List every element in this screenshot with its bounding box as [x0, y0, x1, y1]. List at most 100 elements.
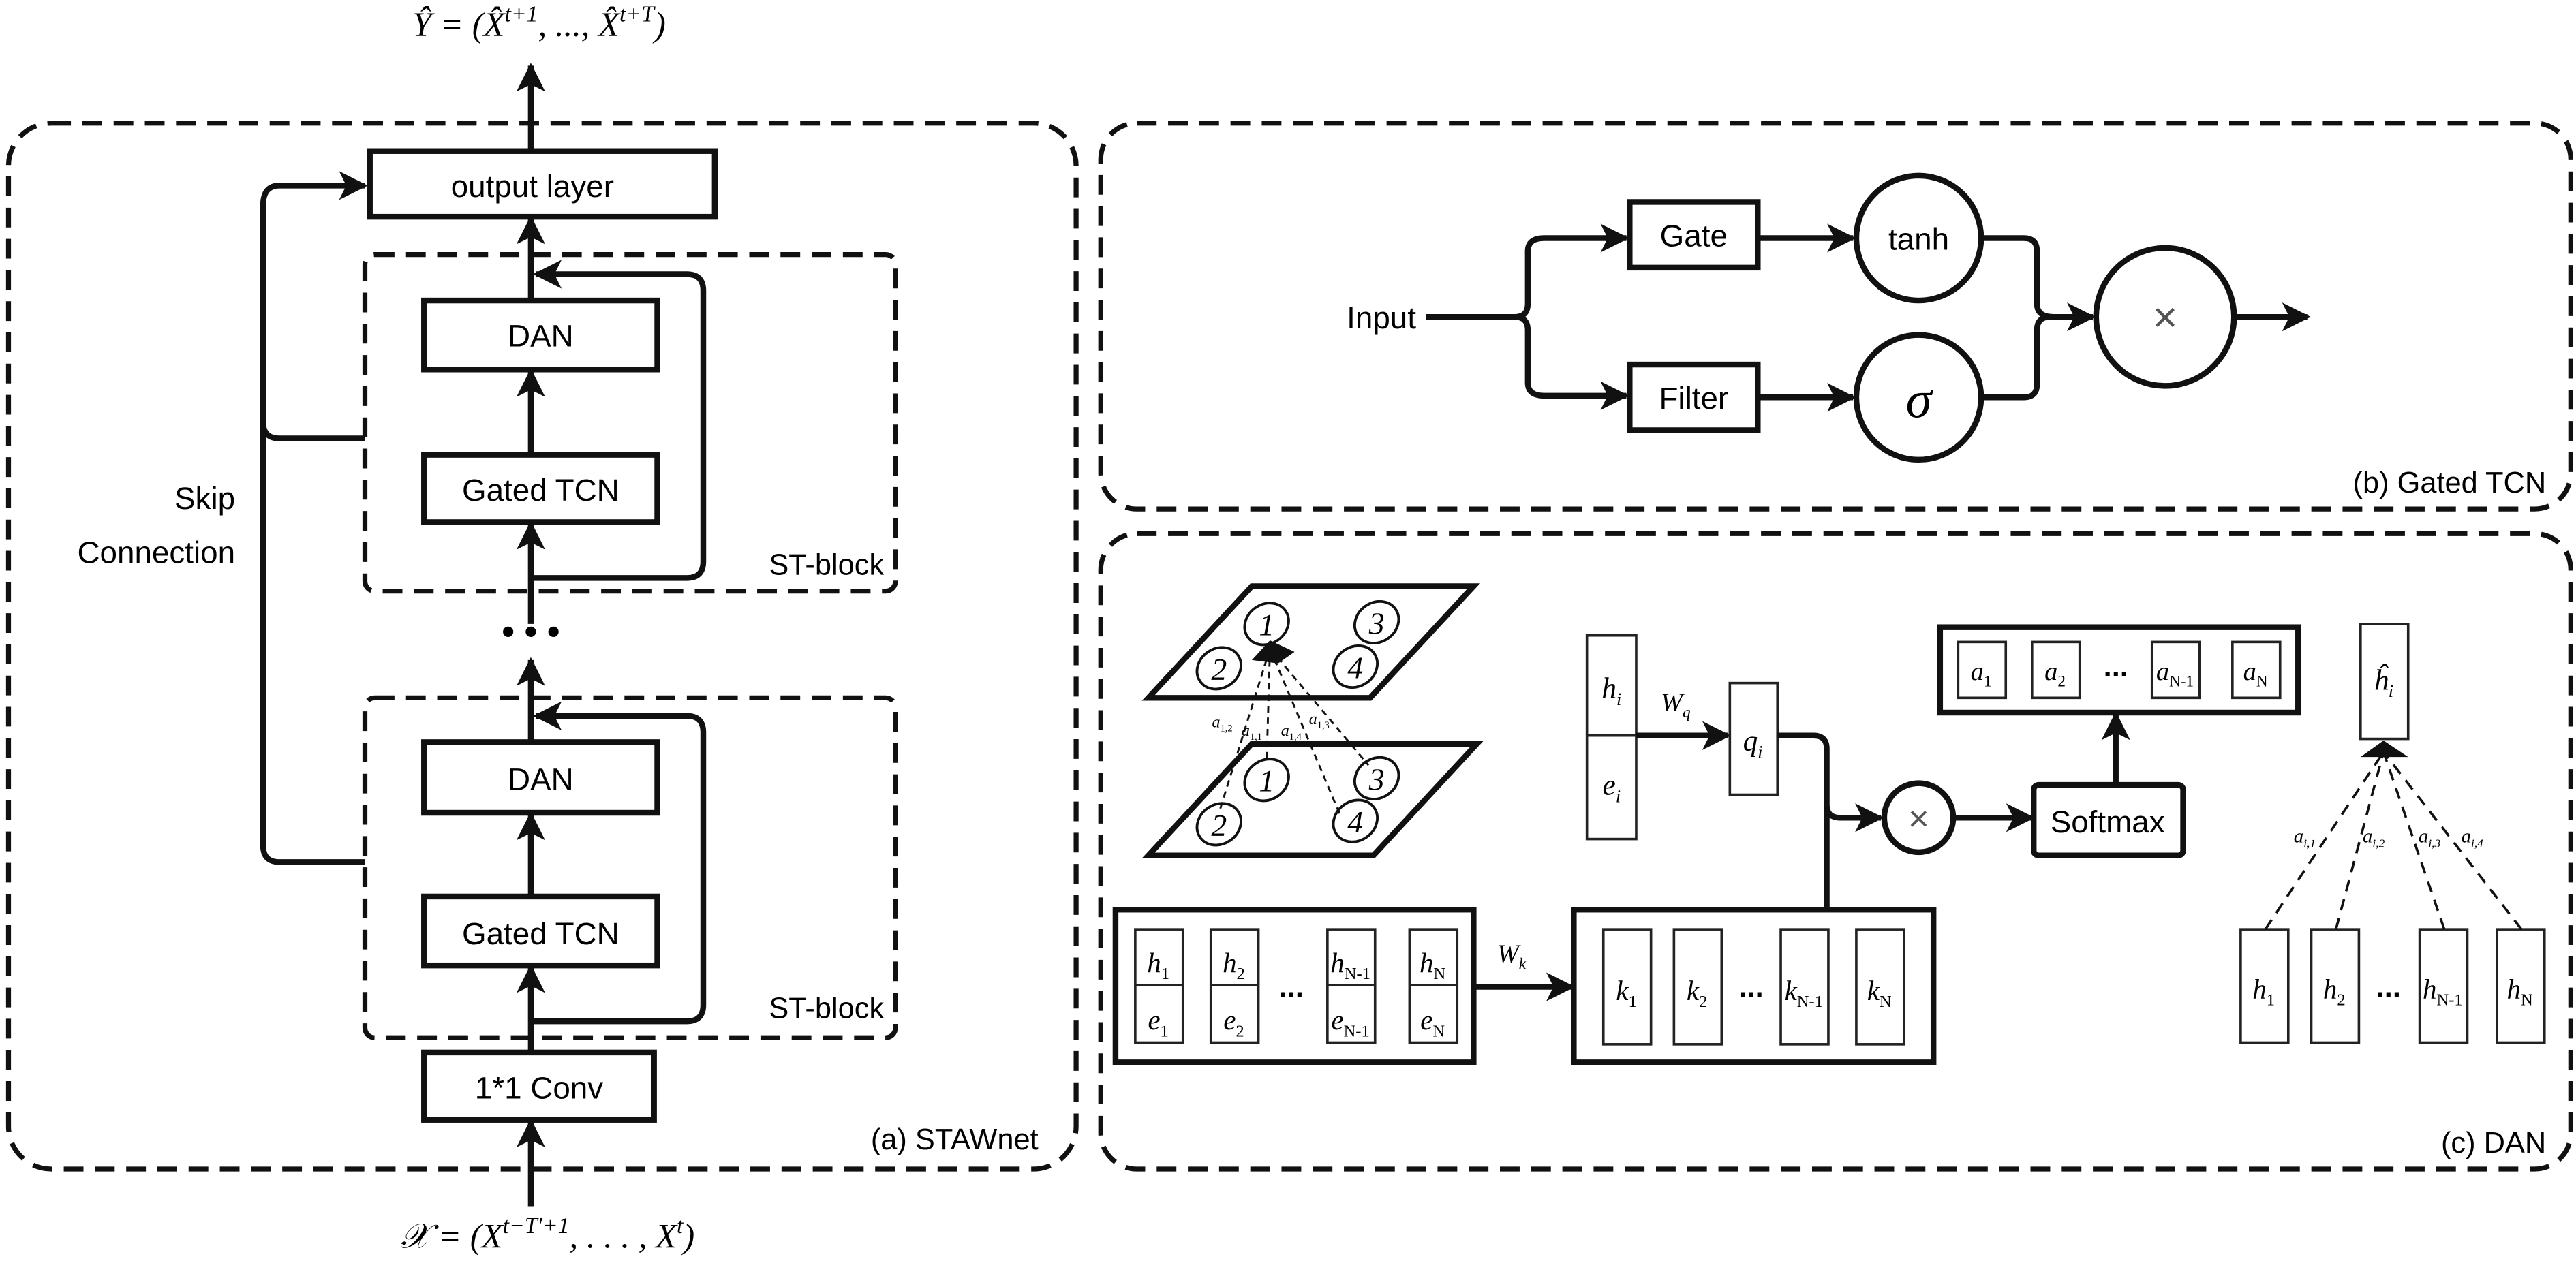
merge-upper	[1981, 235, 2096, 332]
attention-weight: aN	[2231, 640, 2282, 700]
st-block-label: ST-block	[769, 549, 884, 582]
edge-weight-label: a1,2	[1212, 714, 1233, 734]
skip-connection-branch	[260, 422, 365, 865]
arrowhead-cluster-icon	[1251, 640, 1295, 664]
residual-connection	[530, 260, 707, 581]
graph-node-label: 3	[1368, 762, 1385, 796]
attention-weight-label: a2	[2044, 657, 2066, 691]
graph-node-label: 1	[1259, 608, 1274, 642]
input-formula: 𝒳 = (Xt−T′+1, . . . , Xt)	[400, 1213, 694, 1256]
gated-tcn-box	[421, 893, 660, 969]
graph-node-2: 2	[1195, 646, 1242, 691]
gated-tcn-label: Gated TCN	[462, 916, 619, 951]
graph-node-2: 2	[1195, 802, 1242, 847]
st-block-upper: ST-block DAN Gated TCN	[362, 215, 898, 624]
h-label: h2	[1223, 947, 1245, 983]
graph-node-label: 4	[1347, 805, 1363, 839]
input-label: Input	[1347, 300, 1416, 335]
key-label: kN-1	[1785, 975, 1823, 1011]
residual-connection	[530, 701, 707, 1025]
ellipsis: • • •	[502, 612, 559, 652]
panel-a-caption: (a) STAWnet	[871, 1123, 1039, 1156]
graph-node-label: 4	[1347, 650, 1363, 685]
panel-stawnet: (a) STAWnet Ŷ = (X̂t+1, ..., X̂t+T) outp…	[5, 1, 1079, 1256]
wq-label: Wq	[1661, 689, 1691, 722]
ellipsis: ...	[1739, 971, 1764, 1003]
attention-weight: a2	[2030, 640, 2081, 700]
key-vector: kN	[1855, 928, 1905, 1046]
key-vector: k2	[1672, 928, 1723, 1046]
wk-label: Wk	[1497, 939, 1527, 973]
node-feature-column: h1 e1	[1134, 928, 1184, 1044]
panel-b-caption: (b) Gated TCN	[2353, 467, 2547, 499]
ellipsis: ...	[2376, 971, 2401, 1003]
softmax-box	[2030, 781, 2186, 858]
skip-label-2: Connection	[77, 535, 235, 570]
neighbor-label: h1	[2252, 973, 2275, 1009]
gated-tcn-box	[421, 452, 660, 525]
neighbor-label: h2	[2323, 973, 2346, 1009]
conv-box	[421, 1049, 657, 1123]
ellipsis: ...	[1279, 971, 1304, 1003]
tanh-label: tanh	[1888, 221, 1949, 256]
graph-node-3: 3	[1353, 600, 1400, 644]
skip-connection-line	[260, 171, 368, 441]
attention-weight-label: a1	[1971, 657, 1992, 691]
q-i-label: qi	[1743, 724, 1763, 762]
st-block-label: ST-block	[769, 992, 884, 1025]
neighbor-label: hN	[2506, 973, 2532, 1009]
aggregation-edge	[2264, 751, 2385, 931]
panel-a-border	[5, 121, 1079, 1172]
attention-edge	[1269, 648, 1370, 766]
graph-node-4: 4	[1332, 644, 1379, 689]
graph-plane-upper	[1141, 583, 1481, 701]
key-vector: k1	[1601, 928, 1653, 1046]
h-label: hN	[1420, 947, 1445, 983]
gate-label: Gate	[1660, 219, 1728, 253]
h-i-label: hi	[1601, 672, 1621, 709]
softmax-label: Softmax	[2051, 805, 2165, 839]
graph-node-label: 2	[1211, 808, 1227, 843]
input-split-lower	[1514, 313, 1629, 410]
attention-edge	[1266, 648, 1271, 764]
st-block-border	[362, 695, 898, 1040]
conv-label: 1*1 Conv	[475, 1070, 603, 1105]
graph-node-1: 1	[1243, 758, 1290, 803]
graph-node-3: 3	[1353, 756, 1400, 800]
dan-box	[421, 739, 660, 816]
sigmoid-label: σ	[1905, 370, 1933, 429]
aggregation-weight-label: ai,3	[2419, 825, 2441, 850]
graph-node-label: 1	[1259, 764, 1274, 798]
aggregation-weight-label: ai,2	[2363, 825, 2385, 850]
panel-b-border	[1098, 121, 2573, 512]
panel-c-border	[1098, 531, 2573, 1172]
edge-weight-label: a1,3	[1309, 711, 1330, 731]
aggregation-edge	[2334, 751, 2385, 930]
filter-label: Filter	[1659, 381, 1728, 416]
merge-lower	[1981, 313, 2051, 401]
aggregation-edge	[2382, 751, 2523, 931]
gate-box	[1627, 199, 1761, 271]
attention-weight-label: aN-1	[2156, 657, 2194, 691]
h-label: h1	[1147, 947, 1169, 983]
dan-label: DAN	[508, 762, 574, 796]
neighbor-vector: hN	[2496, 928, 2546, 1044]
key-vector: kN-1	[1779, 928, 1830, 1046]
e-i-label: ei	[1603, 769, 1621, 807]
multiply-label: ×	[2153, 294, 2178, 341]
query-to-multiply	[1777, 732, 1884, 832]
attention-weight: a1	[1957, 640, 2008, 700]
e-label: eN	[1420, 1004, 1445, 1040]
e-label: e1	[1148, 1004, 1168, 1040]
neighbor-label: hN-1	[2423, 973, 2463, 1009]
e-label: eN-1	[1331, 1004, 1369, 1040]
panel-c-caption: (c) DAN	[2441, 1127, 2546, 1159]
skip-label-1: Skip	[174, 481, 235, 516]
neighbor-vector: h2	[2310, 928, 2361, 1044]
query-input-vector	[1585, 634, 1638, 841]
gated-tcn-label: Gated TCN	[462, 473, 619, 508]
edge-weight-label: a1,4	[1281, 722, 1302, 743]
edge-weight-label: a1,1	[1242, 722, 1262, 743]
